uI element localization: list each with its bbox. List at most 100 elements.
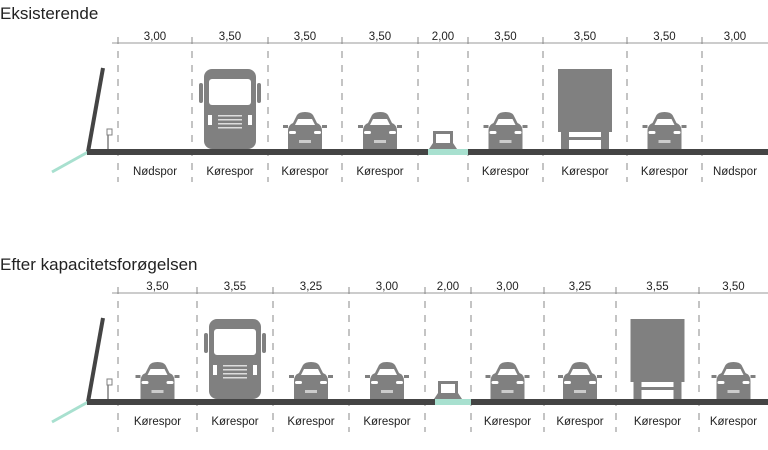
lane-width-label: 3,55 xyxy=(224,281,246,293)
truck-windshield xyxy=(214,329,256,355)
car-mirror xyxy=(711,375,717,378)
lane-width-label: 3,50 xyxy=(722,281,744,293)
car-mirror xyxy=(322,125,327,128)
lane-9 xyxy=(711,362,756,399)
car-icon xyxy=(483,112,528,149)
car-mirror xyxy=(397,125,402,128)
truck-grille xyxy=(223,377,247,379)
lane-5 xyxy=(434,381,471,405)
car-headlight xyxy=(289,131,296,134)
lane-width-label: 3,25 xyxy=(300,281,322,293)
car-grille xyxy=(381,390,393,393)
truck-headlight xyxy=(213,365,217,375)
truck-box xyxy=(630,319,685,374)
truck-mirror xyxy=(262,333,266,353)
car-windshield xyxy=(147,369,168,375)
car-headlight xyxy=(396,381,403,384)
car-windshield xyxy=(654,119,675,125)
car-windshield xyxy=(497,369,518,375)
car-mirror xyxy=(135,375,141,378)
truck-rear-icon xyxy=(630,319,685,399)
lane-type-label: Kørespor xyxy=(363,416,410,428)
car-mirror xyxy=(485,375,491,378)
lane-2 xyxy=(204,319,266,399)
lane-width-label: 3,50 xyxy=(574,31,596,43)
lane-type-label: Kørespor xyxy=(710,416,757,428)
lane-6 xyxy=(483,112,528,149)
car-body xyxy=(288,112,322,149)
car-body xyxy=(294,362,328,399)
lane-type-label: Kørespor xyxy=(211,416,258,428)
lane-5 xyxy=(428,131,468,155)
car-grille xyxy=(374,140,386,143)
lane-8 xyxy=(630,319,685,399)
lane-type-label: Kørespor xyxy=(484,416,531,428)
car-icon xyxy=(283,112,327,149)
lane-type-label: Kørespor xyxy=(482,166,529,178)
truck-wheel xyxy=(633,382,642,399)
sign-icon xyxy=(106,128,113,136)
car-icon xyxy=(358,112,402,149)
car-body xyxy=(363,112,397,149)
truck-grille xyxy=(223,365,247,367)
road-surface xyxy=(87,149,768,155)
lane-width-label: 3,50 xyxy=(146,281,168,293)
truck-windshield xyxy=(209,79,251,105)
car-windshield xyxy=(370,119,390,125)
car-mirror xyxy=(283,125,288,128)
car-mirror xyxy=(289,375,294,378)
car-headlight xyxy=(717,381,725,384)
lane-width-label: 3,55 xyxy=(646,281,668,293)
road-surface xyxy=(87,399,768,405)
lane-type-label: Kørespor xyxy=(206,166,253,178)
lane-width-label: 3,00 xyxy=(724,31,746,43)
truck-box xyxy=(558,69,612,124)
car-body xyxy=(563,362,597,399)
lane-type-label: Nødspor xyxy=(713,166,757,178)
truck-mirror xyxy=(257,83,261,103)
truck-headlight xyxy=(253,365,257,375)
car-headlight xyxy=(564,381,571,384)
car-icon xyxy=(289,362,333,399)
truck-wheel xyxy=(561,132,569,149)
cross-section-after: 3,50Kørespor3,55Kørespor3,25Kørespor3,00… xyxy=(51,281,768,432)
lane-7 xyxy=(558,362,602,399)
car-headlight xyxy=(166,381,174,384)
truck-grille xyxy=(218,123,242,125)
lane-type-label: Kørespor xyxy=(281,166,328,178)
lane-type-label: Kørespor xyxy=(134,416,181,428)
lane-3 xyxy=(283,112,327,149)
lane-3 xyxy=(289,362,333,399)
truck-axle xyxy=(641,387,674,390)
car-grille xyxy=(299,140,311,143)
retaining-wall xyxy=(86,67,105,153)
lane-width-label: 3,00 xyxy=(144,31,166,43)
truck-grille xyxy=(223,369,247,371)
truck-bumper xyxy=(558,124,612,132)
truck-bumper xyxy=(630,374,685,382)
car-body xyxy=(488,112,523,149)
car-grille xyxy=(151,390,164,393)
car-body xyxy=(490,362,525,399)
car-headlight xyxy=(364,131,371,134)
car-grille xyxy=(658,140,671,143)
car-icon xyxy=(558,362,602,399)
car-body xyxy=(140,362,175,399)
lane-width-label: 3,50 xyxy=(219,31,241,43)
car-headlight xyxy=(491,381,499,384)
car-icon xyxy=(135,362,180,399)
cross-section-existing: 3,00Nødspor3,50Kørespor3,50Kørespor3,50K… xyxy=(51,31,768,182)
car-mirror xyxy=(522,125,528,128)
car-mirror xyxy=(681,125,687,128)
car-headlight xyxy=(489,131,497,134)
lane-1 xyxy=(135,362,180,399)
lane-width-label: 3,25 xyxy=(569,281,591,293)
car-icon xyxy=(365,362,409,399)
car-icon xyxy=(711,362,756,399)
car-mirror xyxy=(750,375,756,378)
lane-7 xyxy=(558,69,612,149)
median-strip xyxy=(428,149,468,155)
car-windshield xyxy=(723,369,744,375)
truck-rear-icon xyxy=(558,69,612,149)
car-headlight xyxy=(389,131,396,134)
